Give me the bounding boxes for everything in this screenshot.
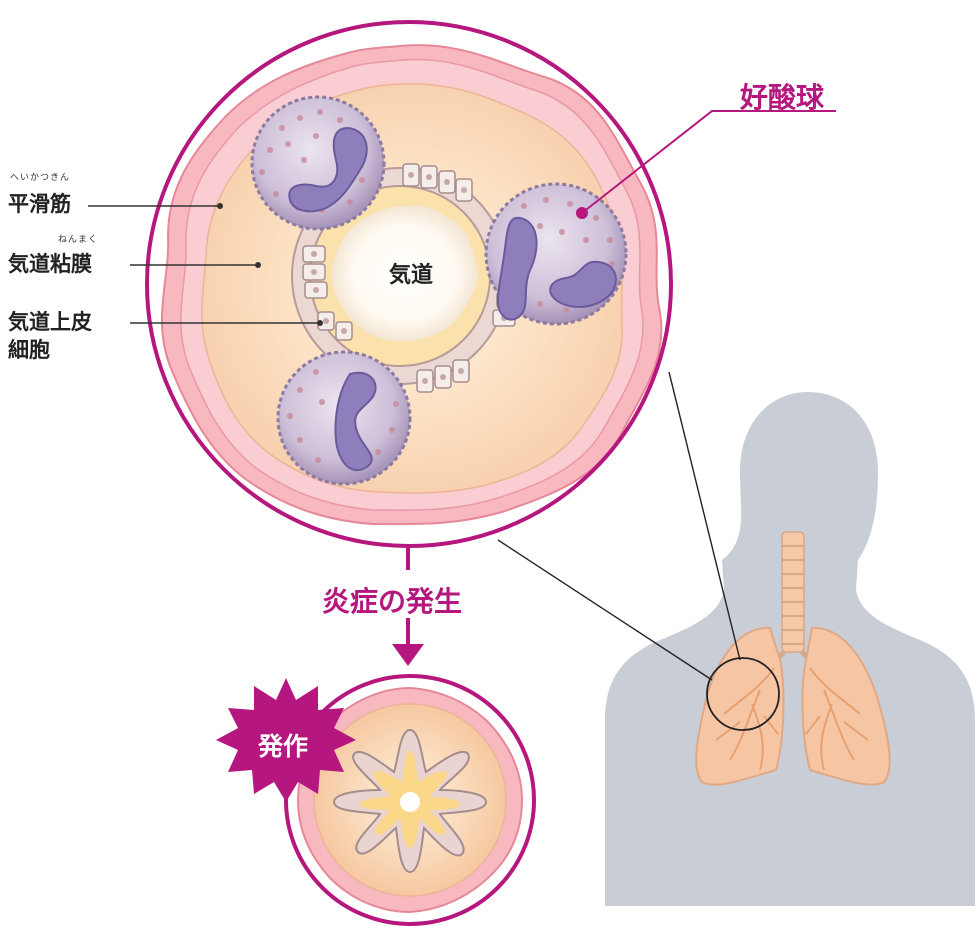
smooth-muscle-ruby: へいかつきん [10,170,70,183]
attack-label: 発作 [258,727,308,763]
epithelium-label-line1: 気道上皮 [8,310,92,335]
airway-mucosa-ruby: ねんまく [58,232,98,245]
constricted-airway [280,670,540,930]
inflammation-label: 炎症の発生 [322,580,462,620]
airway-label: 気道 [389,263,433,288]
eosinophil-cell [486,184,626,324]
zoom-line-lower [498,540,712,680]
zoom-line-upper [669,372,740,660]
eosinophil-cell [278,352,410,484]
eosinophil-label: 好酸球 [740,76,824,116]
down-arrow-icon [392,644,424,666]
airway-mucosa-label: 気道粘膜 [8,252,92,277]
smooth-muscle-label: 平滑筋 [8,192,71,217]
epithelium-label-line2: 細胞 [8,338,50,363]
eosinophil-cell [252,97,384,229]
